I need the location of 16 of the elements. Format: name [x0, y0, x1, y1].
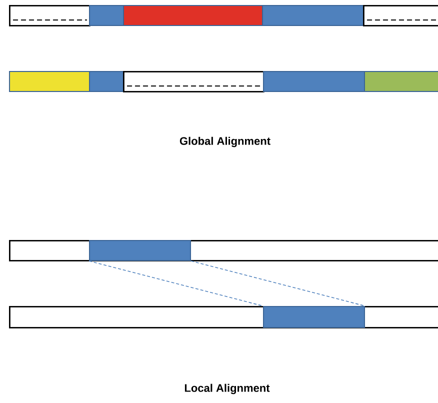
sequence-segment [89, 240, 191, 261]
sequence-segment [364, 71, 438, 92]
dashed-line [190, 260, 366, 306]
heading: Local Alignment [184, 384, 270, 394]
sequence-segment [9, 5, 90, 26]
sequence-segment [123, 5, 263, 26]
heading: Global Alignment [180, 136, 270, 148]
sequence-segment [9, 71, 90, 92]
dashed-line [88, 260, 264, 306]
sequence-segment [263, 306, 365, 328]
sequence-segment [123, 71, 264, 92]
sequence-segment [89, 5, 124, 26]
sequence-segment [89, 71, 124, 92]
sequence-segment [262, 5, 364, 26]
sequence-segment [363, 5, 438, 26]
sequence-segment [263, 71, 365, 92]
